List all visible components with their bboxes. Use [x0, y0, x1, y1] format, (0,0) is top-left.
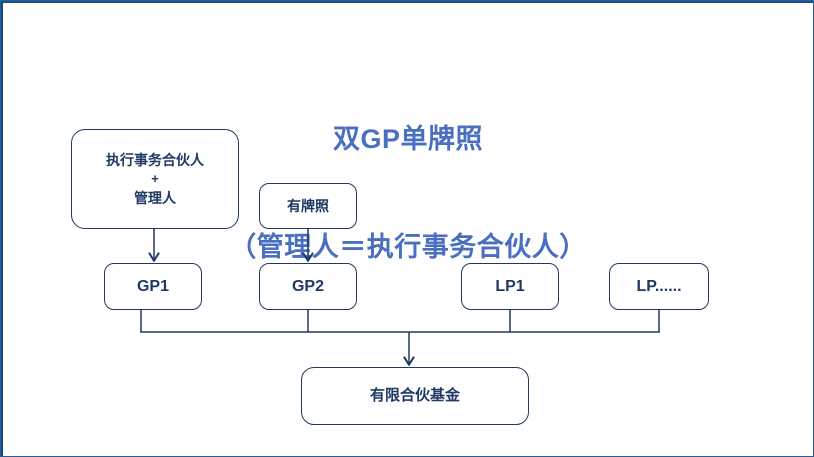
node-lp-more-label: LP......: [636, 277, 682, 295]
node-lp-more[interactable]: LP......: [609, 263, 709, 310]
diagram-title: 双GP单牌照 （管理人＝执行事务合伙人）: [1, 49, 813, 337]
canvas-left-edge: [1, 1, 3, 456]
node-has-license-label: 有牌照: [287, 197, 329, 214]
node-limited-partnership-fund[interactable]: 有限合伙基金: [301, 367, 529, 425]
node-executing-partner-plus-sign: +: [151, 171, 159, 187]
node-executing-partner-and-manager[interactable]: 执行事务合伙人 + 管理人: [71, 129, 239, 229]
node-limited-partnership-fund-label: 有限合伙基金: [369, 387, 460, 405]
node-executing-partner-line-3: 管理人: [134, 189, 176, 206]
diagram-title-line-2: （管理人＝执行事务合伙人）: [229, 232, 587, 262]
node-executing-partner-line-1: 执行事务合伙人: [106, 151, 204, 168]
node-lp1[interactable]: LP1: [461, 263, 559, 310]
node-gp2-label: GP2: [291, 277, 324, 295]
canvas-top-edge: [1, 1, 813, 3]
node-gp2[interactable]: GP2: [259, 263, 357, 310]
node-gp1-label: GP1: [136, 277, 169, 295]
node-has-license[interactable]: 有牌照: [259, 183, 357, 229]
node-lp1-label: LP1: [495, 277, 525, 295]
node-gp1[interactable]: GP1: [104, 263, 202, 310]
diagram-title-line-1: 双GP单牌照: [332, 124, 483, 154]
